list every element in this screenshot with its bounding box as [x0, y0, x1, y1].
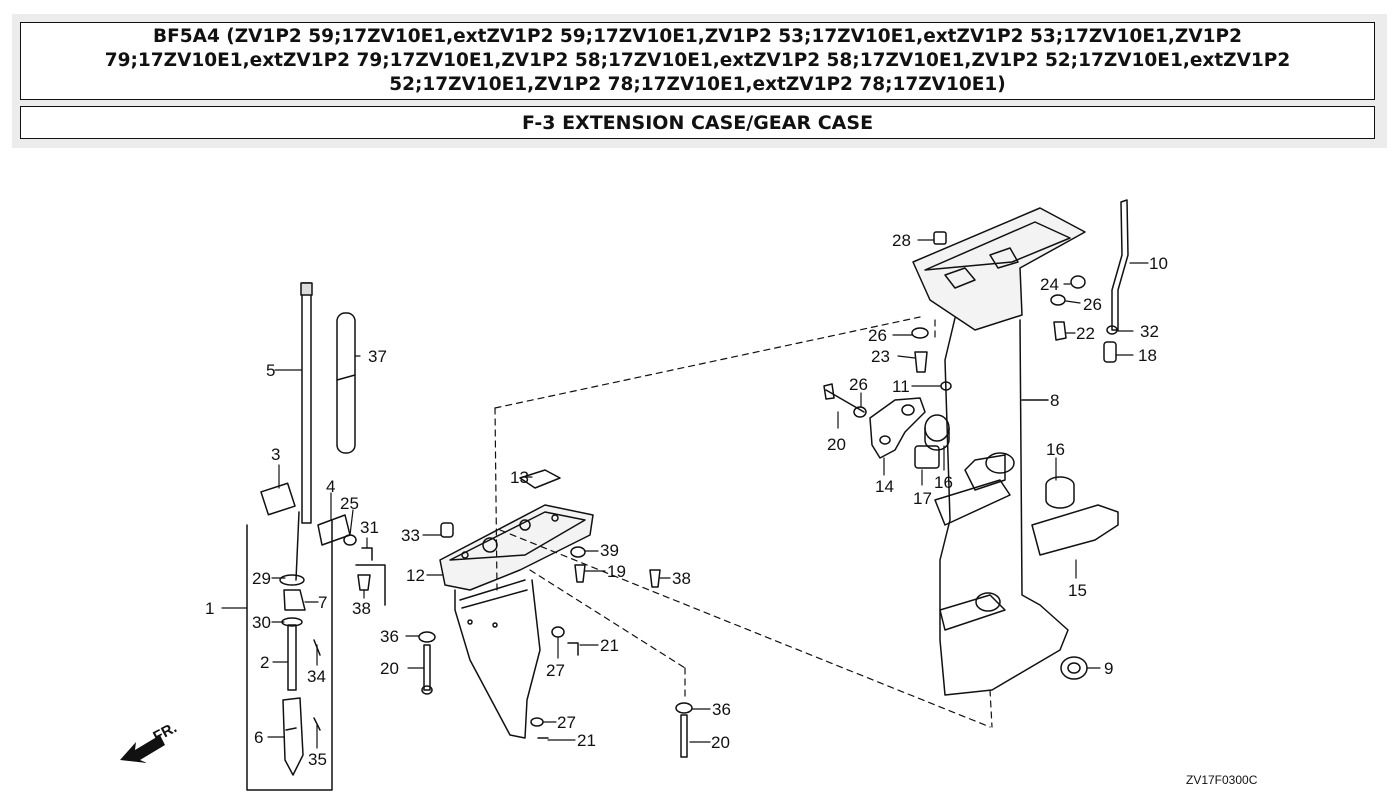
callout-8: 8 [1050, 391, 1059, 410]
callout-20c: 20 [827, 435, 846, 454]
callout-6: 6 [254, 728, 263, 747]
callout-20a: 20 [380, 659, 399, 678]
callout-17: 17 [913, 489, 932, 508]
callout-15: 15 [1068, 581, 1087, 600]
callout-27a: 27 [546, 661, 565, 680]
callout-18: 18 [1138, 346, 1157, 365]
callout-30: 30 [252, 613, 271, 632]
callout-32: 32 [1140, 322, 1159, 341]
section-title: F-3 EXTENSION CASE/GEAR CASE [20, 106, 1375, 139]
gear-case-part [439, 504, 594, 739]
callout-20b: 20 [711, 733, 730, 752]
callout-26c: 26 [1083, 295, 1102, 314]
callout-31: 31 [360, 518, 379, 537]
diagram-header: BF5A4 (ZV1P2 59;17ZV10E1,extZV1P2 59;17Z… [12, 14, 1387, 148]
extension-case-part [912, 207, 1086, 696]
callout-36a: 36 [380, 627, 399, 646]
callout-33: 33 [401, 526, 420, 545]
misc-parts [914, 414, 1119, 680]
bracket-14-part [869, 397, 926, 459]
drawing-code: ZV17F0300C [1186, 773, 1258, 787]
callout-12: 12 [406, 566, 425, 585]
callout-21a: 21 [600, 636, 619, 655]
callout-5: 5 [266, 361, 275, 380]
callout-23: 23 [871, 347, 890, 366]
tube-37-part [336, 312, 356, 454]
callout-21b: 21 [577, 731, 596, 750]
shift-rod-assembly-part [246, 282, 386, 791]
reference-lines [494, 316, 993, 728]
callout-9: 9 [1104, 659, 1113, 678]
callout-38a: 38 [352, 599, 371, 618]
callout-11: 11 [892, 377, 910, 396]
callout-19: 19 [607, 562, 626, 581]
leader-lines [221, 239, 1149, 749]
callout-14: 14 [875, 477, 894, 496]
front-arrow-icon: FR. [120, 719, 180, 763]
callout-37: 37 [368, 347, 387, 366]
callout-34: 34 [307, 667, 326, 686]
callout-26a: 26 [868, 326, 887, 345]
callout-22: 22 [1076, 324, 1095, 343]
callout-28: 28 [892, 231, 911, 250]
callout-7: 7 [318, 593, 327, 612]
shift-rod-10-part [1111, 199, 1129, 331]
callout-35: 35 [308, 750, 327, 769]
model-title: BF5A4 (ZV1P2 59;17ZV10E1,extZV1P2 59;17Z… [20, 22, 1375, 100]
callout-labels: 1 2 3 4 5 6 7 8 9 10 11 12 13 14 15 16 1… [205, 231, 1168, 769]
callout-38b: 38 [672, 569, 691, 588]
callout-1: 1 [205, 599, 214, 618]
callout-36b: 36 [712, 700, 731, 719]
callout-2: 2 [260, 653, 269, 672]
callout-39: 39 [600, 541, 619, 560]
callout-27b: 27 [557, 713, 576, 732]
callout-24: 24 [1040, 275, 1059, 294]
callout-16b: 16 [934, 473, 953, 492]
callout-10: 10 [1149, 254, 1168, 273]
callout-26b: 26 [849, 375, 868, 394]
callout-29: 29 [252, 569, 271, 588]
callout-4: 4 [326, 477, 335, 496]
callout-25: 25 [340, 494, 359, 513]
callout-16a: 16 [1046, 440, 1065, 459]
callout-3: 3 [271, 445, 280, 464]
callout-13: 13 [510, 468, 529, 487]
